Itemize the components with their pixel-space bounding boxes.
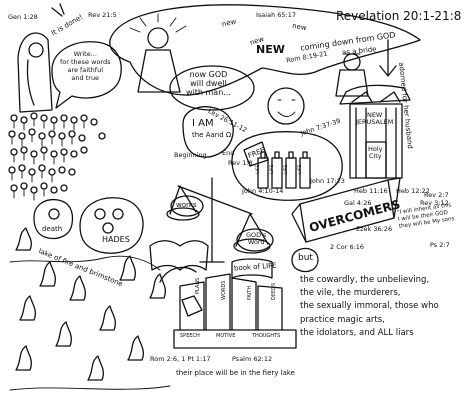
holy-line-1: Holy [368, 145, 383, 153]
gods-word-line-2: Word [247, 238, 265, 247]
isaiah-ref: Isaiah 65:17 [256, 11, 296, 19]
gen-ref: Gen 1:28 [8, 13, 38, 21]
works-label: works [176, 201, 197, 209]
holy-line-2: City [368, 152, 382, 161]
book-faith: FAITH [247, 285, 253, 300]
works-bubble [170, 195, 204, 217]
write-bubble [51, 41, 122, 109]
books-of-judgment [159, 258, 297, 349]
dwell-line-2: will dwell [190, 79, 227, 89]
bottle-label-4: LIFE [298, 164, 303, 174]
crowd-of-dead [8, 112, 106, 201]
wicked-line-4: practice magic arts, [300, 314, 385, 325]
alpha-omega-label: the Αand Ω [192, 131, 232, 139]
glory-figure [129, 13, 187, 93]
rev-21-5-ref: Rev 21:5 [88, 11, 117, 19]
john-4-ref: John 4:10-14 [242, 187, 284, 195]
life-bottles [257, 151, 311, 189]
end-label: End [222, 149, 235, 157]
wicked-line-3: the sexually immoral, those who [300, 301, 439, 312]
new-creation-bubble [109, 4, 421, 96]
wicked-list: the cowardly, the unbelieving, the vile,… [300, 274, 439, 340]
bottle-label-1: LIFE [256, 164, 261, 174]
bottle-label-2: LIFE [270, 164, 275, 174]
wicked-line-5: the idolators, and ALL liars [300, 327, 414, 338]
dwell-bubble [169, 65, 255, 111]
wicked-line-2: the vile, the murderers, [300, 288, 401, 299]
heb-11-ref: Heb 11:16 [354, 187, 388, 195]
write-line-4: and true [71, 74, 100, 83]
book-plans: PLANS [195, 277, 201, 294]
book-speech: SPEECH [180, 333, 200, 339]
hades-bubble [79, 197, 144, 254]
page-title: Revelation 20:1-21:8 [336, 9, 462, 23]
book-thoughts: THOUGHTS [252, 333, 281, 339]
nj-line-1: NEW [366, 111, 383, 119]
fiery-lake-caption: their place will be in the fiery lake [176, 369, 295, 377]
free-tag [243, 141, 269, 167]
new-word-big: NEW [256, 43, 285, 56]
john-scroll [17, 3, 65, 113]
ezek-ref: Ezek 36:26 [356, 225, 393, 233]
hades-label: HADES [102, 235, 130, 244]
write-line-3: are faithful [67, 66, 104, 75]
john-17-ref: John 17:23 [310, 177, 345, 185]
book-words: WORDS [221, 280, 227, 300]
psalm-ref: Psalm 62:12 [232, 355, 273, 363]
lake-of-fire [9, 227, 171, 391]
bride-figure [335, 53, 369, 97]
ps-2-7-ref: Ps 2:7 [430, 241, 450, 249]
i-am-label: I AM [192, 118, 214, 129]
book-deeds: DEEDS [271, 282, 277, 300]
dwell-line-1: now GOD [189, 70, 228, 79]
joy-face [267, 87, 305, 125]
holy-city-label: Holy City [368, 145, 383, 161]
rev-2-7-ref: Rev 2:7 [424, 191, 449, 199]
new-jerusalem-label: NEW JERUSALEM [356, 111, 394, 127]
gods-word-bubble [236, 228, 274, 252]
cor-ref: 2 Cor 6:16 [330, 243, 365, 251]
nj-line-2: JERUSALEM [356, 118, 394, 127]
dwell-text: now GOD will dwell with man... [186, 70, 231, 98]
water-of-life-bubble [231, 131, 343, 201]
gods-word-label: GOD's Word [246, 231, 267, 247]
open-book [149, 240, 209, 271]
death-bubble [33, 198, 74, 240]
but-bubble [291, 247, 319, 273]
down-arrow [379, 39, 397, 77]
wicked-line-1: the cowardly, the unbelieving, [300, 275, 430, 285]
book-motive: MOTIVE [216, 333, 236, 339]
rev-1-8-ref: Rev 1:8 [228, 159, 253, 167]
gal-ref: Gal 4:26 [344, 199, 372, 207]
death-label: death [42, 225, 63, 233]
skulls [48, 208, 124, 234]
but-label: but [298, 253, 313, 263]
beginning-label: Beginning [174, 151, 207, 159]
alpha-omega-shield [182, 106, 234, 158]
write-line-1: Write... [73, 50, 97, 58]
bottle-label-3: LIFE [284, 164, 289, 174]
dwell-line-3: with man... [186, 88, 231, 98]
rev-3-ref: Rev 3:12 [420, 199, 449, 207]
new-jerusalem-city [339, 84, 411, 179]
write-line-2: for these words [60, 58, 111, 67]
write-note: Write... for these words are faithful an… [60, 50, 111, 83]
rom-2-ref: Rom 2:6, 1 Pt 1:17 [150, 355, 211, 363]
gods-word-line-1: GOD's [246, 231, 267, 239]
heb-12-ref: Heb 12:22 [396, 187, 430, 195]
